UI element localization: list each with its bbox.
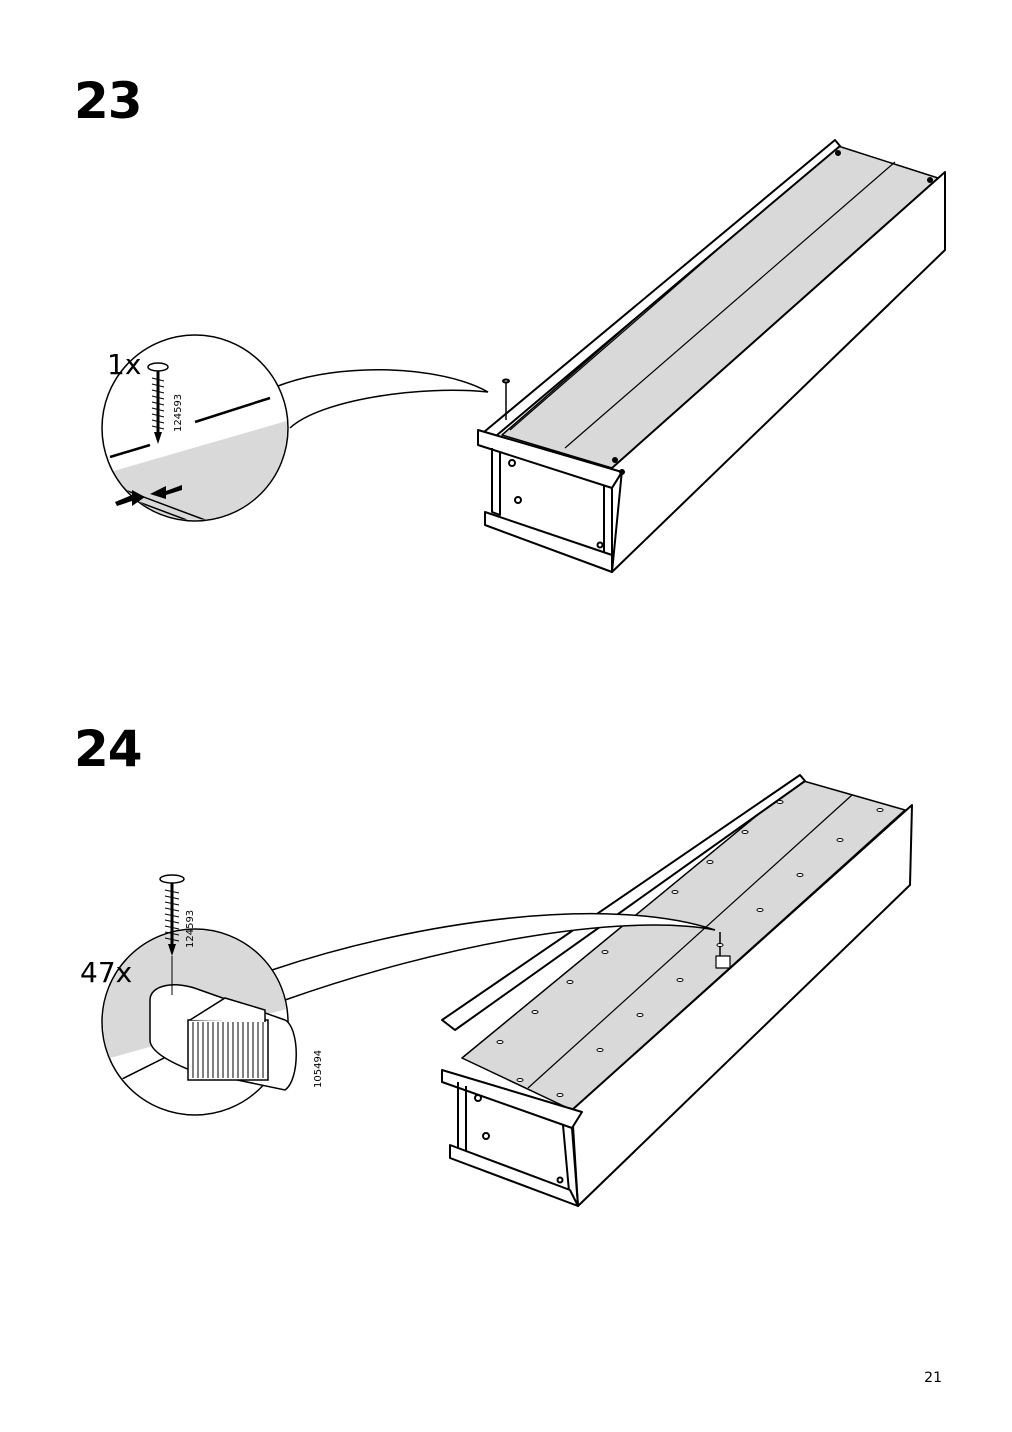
step-number: 23 xyxy=(74,72,143,130)
page-number: 21 xyxy=(924,1370,942,1386)
screw-icon xyxy=(147,362,169,444)
part-number-label: 124593 xyxy=(185,910,196,948)
step-23-illustration: 1x 124593 xyxy=(101,139,946,573)
cabinet-box xyxy=(441,774,913,1207)
part-number-label: 124593 xyxy=(173,394,184,432)
callout-leader xyxy=(271,912,716,1001)
callout-leader xyxy=(277,368,489,429)
detail-callout xyxy=(101,334,289,522)
detail-callout xyxy=(101,874,297,1116)
quantity-label: 47x xyxy=(80,956,132,989)
quantity-label: 1x xyxy=(107,348,141,381)
step-24-illustration: 47x 124593 105494 xyxy=(80,774,913,1207)
clip-icon xyxy=(149,984,297,1091)
step-number: 24 xyxy=(74,720,143,778)
clip-part-number-label: 105494 xyxy=(313,1050,324,1088)
cabinet-box xyxy=(477,139,946,573)
screw-icon xyxy=(159,874,185,995)
arrow-icon xyxy=(115,490,145,506)
arrow-icon xyxy=(150,485,182,499)
